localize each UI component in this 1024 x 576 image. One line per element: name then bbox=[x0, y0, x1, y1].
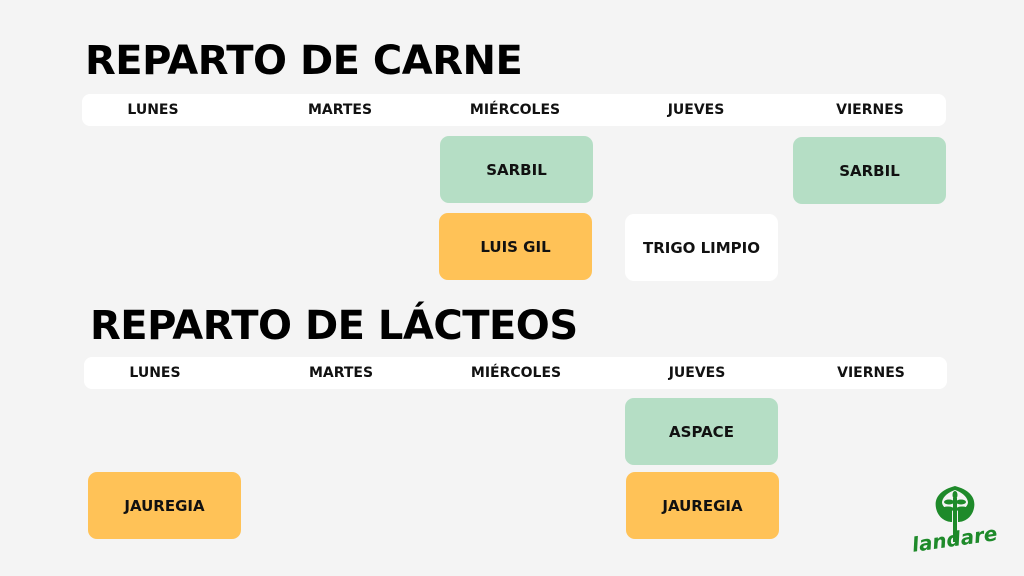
day-miercoles: MIÉRCOLES bbox=[469, 102, 561, 118]
lacteos-card-jueves-jauregia: JAUREGIA bbox=[626, 472, 779, 539]
lacteos-days-header: LUNES MARTES MIÉRCOLES JUEVES VIERNES bbox=[84, 357, 947, 389]
carne-card-miercoles-sarbil: SARBIL bbox=[440, 136, 593, 203]
carne-card-viernes-sarbil: SARBIL bbox=[793, 137, 946, 204]
lacteos-title: REPARTO DE LÁCTEOS bbox=[90, 303, 578, 349]
carne-days-header: LUNES MARTES MIÉRCOLES JUEVES VIERNES bbox=[82, 94, 946, 126]
logo-text: landare bbox=[910, 521, 998, 557]
landare-logo: landare bbox=[910, 486, 999, 557]
day-jueves: JUEVES bbox=[668, 365, 726, 381]
carne-card-miercoles-luis-gil: LUIS GIL bbox=[439, 213, 592, 280]
day-viernes: VIERNES bbox=[836, 102, 904, 118]
day-lunes: LUNES bbox=[129, 365, 181, 381]
lacteos-card-jueves-aspace: ASPACE bbox=[625, 398, 778, 465]
day-viernes: VIERNES bbox=[837, 365, 905, 381]
carne-card-jueves-trigo-limpio: TRIGO LIMPIO bbox=[625, 214, 778, 281]
day-martes: MARTES bbox=[307, 102, 373, 118]
day-lunes: LUNES bbox=[127, 102, 179, 118]
day-miercoles: MIÉRCOLES bbox=[470, 365, 562, 381]
lacteos-card-lunes-jauregia: JAUREGIA bbox=[88, 472, 241, 539]
day-jueves: JUEVES bbox=[667, 102, 725, 118]
day-martes: MARTES bbox=[308, 365, 374, 381]
carne-title: REPARTO DE CARNE bbox=[85, 38, 523, 84]
